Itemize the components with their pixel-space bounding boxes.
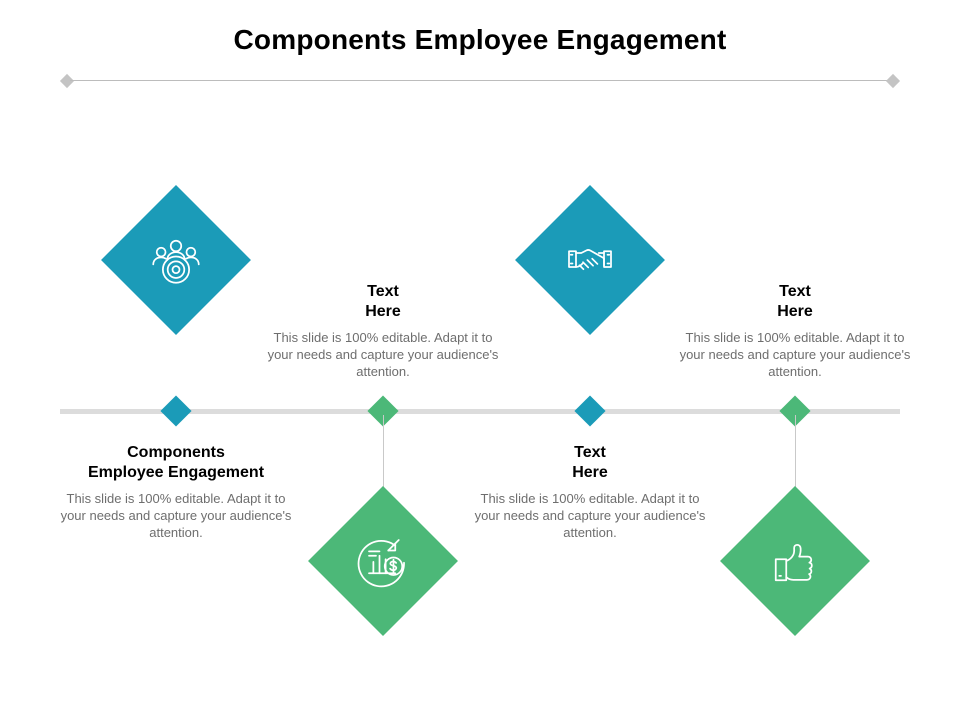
- node-3-body: This slide is 100% editable. Adapt it to…: [474, 491, 706, 540]
- node-1-icon-diamond[interactable]: [101, 185, 251, 335]
- handshake-icon: [562, 232, 618, 288]
- node-2-text-block: Text Here This slide is 100% editable. A…: [263, 282, 503, 380]
- growth-chart-dollar-icon: [355, 533, 411, 589]
- divider-right-diamond-icon: [885, 73, 901, 89]
- node-2-body: This slide is 100% editable. Adapt it to…: [267, 330, 499, 379]
- node-2-stem: [383, 415, 384, 513]
- node-4-icon-diamond[interactable]: [720, 486, 870, 636]
- node-4-body: This slide is 100% editable. Adapt it to…: [679, 330, 911, 379]
- node-1-text-block: Components Employee Engagement This slid…: [56, 443, 296, 541]
- divider-line: [70, 80, 890, 81]
- node-1-marker[interactable]: [160, 395, 192, 427]
- node-4-text-block: Text Here This slide is 100% editable. A…: [675, 282, 915, 380]
- divider-left-diamond-icon: [59, 73, 75, 89]
- node-1-body: This slide is 100% editable. Adapt it to…: [60, 491, 292, 540]
- thumbs-up-icon: [767, 533, 823, 589]
- node-2-heading: Text Here: [365, 283, 401, 320]
- node-3-text-block: Text Here This slide is 100% editable. A…: [470, 443, 710, 541]
- node-4-stem: [795, 415, 796, 513]
- node-3-marker[interactable]: [574, 395, 606, 427]
- node-2-icon-diamond[interactable]: [308, 486, 458, 636]
- people-target-icon: [148, 232, 204, 288]
- node-1-heading: Components Employee Engagement: [87, 444, 265, 481]
- node-3-icon-diamond[interactable]: [515, 185, 665, 335]
- node-4-heading: Text Here: [777, 283, 813, 320]
- node-3-heading: Text Here: [572, 444, 608, 481]
- timeline-axis: [60, 409, 900, 414]
- title-divider: [59, 73, 901, 89]
- page-title: Components Employee Engagement: [233, 24, 727, 55]
